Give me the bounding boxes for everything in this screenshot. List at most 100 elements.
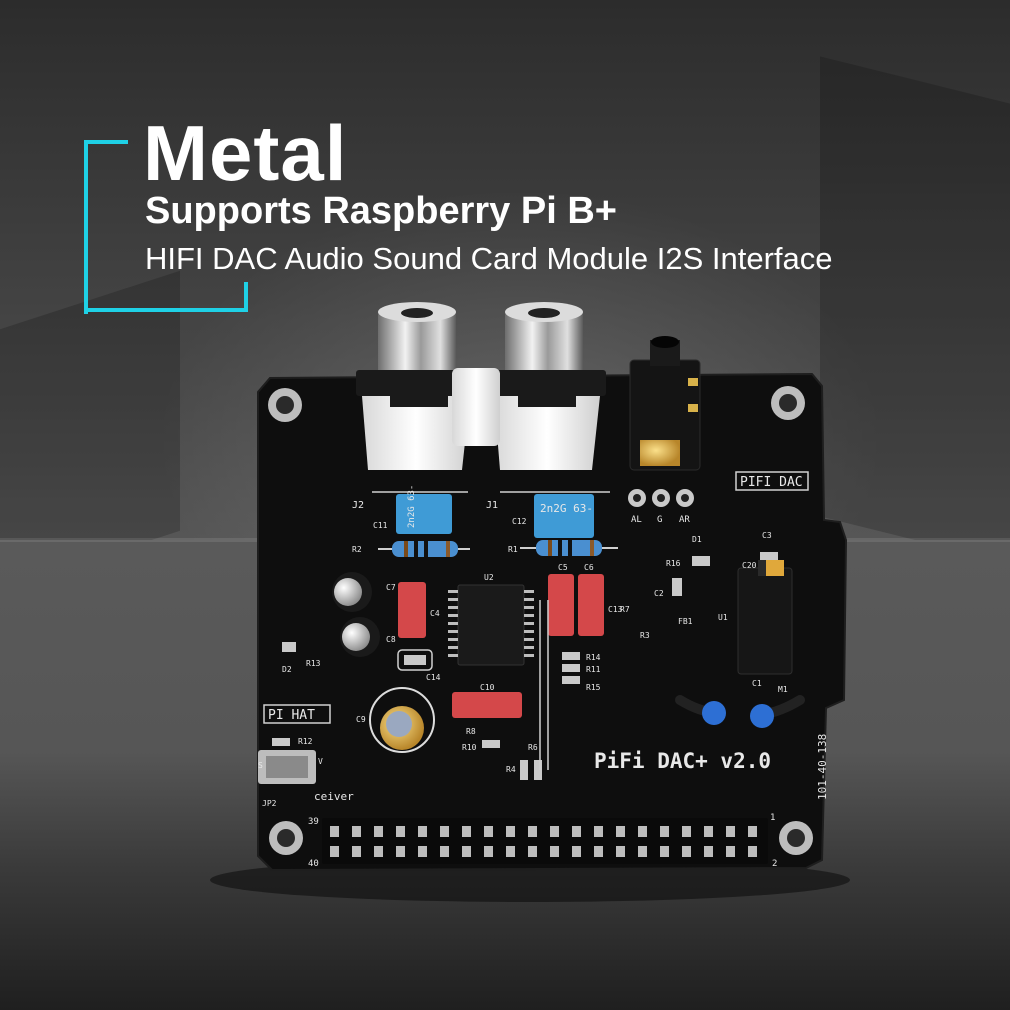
part-c4: C4: [430, 609, 440, 618]
electrolytic-capacitors: [332, 572, 380, 657]
gpio-pin: [682, 826, 691, 837]
gpio-pin: [528, 826, 537, 837]
film-capacitor-left: [396, 494, 452, 534]
gpio-pin: [440, 826, 449, 837]
jack-label-right: J1: [486, 500, 498, 511]
regulator-module: [737, 560, 793, 675]
resistor-r1: [520, 540, 618, 556]
part-c11: C11: [373, 521, 388, 530]
mounting-holes: [268, 386, 813, 855]
part-r11: R11: [586, 665, 601, 674]
gpio-pin: [572, 826, 581, 837]
cap-label-left-text: 2n2G 63-: [407, 485, 417, 528]
silkscreen-outlines: [263, 471, 809, 770]
film-capacitor-right: [534, 494, 594, 538]
part-m1: M1: [778, 685, 788, 694]
part-r4: R4: [506, 765, 516, 774]
gpio-pin: [704, 846, 713, 857]
receiver-label: ceiver: [314, 790, 354, 803]
gpio-pin: [594, 846, 603, 857]
rca-jack-right: [488, 302, 606, 470]
headphone-jack: [629, 336, 701, 471]
part-c2: C2: [654, 589, 664, 598]
gpio-pin: [462, 846, 471, 857]
serial-label: 101-40-138: [816, 734, 829, 800]
part-d1: D1: [692, 535, 702, 544]
gpio-pin: [638, 846, 647, 857]
gpio-pin: [484, 826, 493, 837]
channel-label-g: G: [657, 515, 662, 525]
part-r7: R7: [620, 605, 630, 614]
pin-label-39: 39: [308, 817, 319, 827]
part-c8: C8: [386, 635, 396, 644]
pin-label-40: 40: [308, 859, 319, 869]
part-c9: C9: [356, 715, 366, 724]
resistor-r2: [378, 541, 470, 557]
gpio-pin: [704, 826, 713, 837]
gpio-pin: [638, 826, 647, 837]
part-r15: R15: [586, 683, 601, 692]
gpio-pin: [616, 826, 625, 837]
gpio-pin: [550, 846, 559, 857]
part-designators: C11 C12 R2 R1 U2 C7 C4 C8 C5 C6 C13 R7 R…: [258, 517, 788, 808]
part-r8: R8: [466, 727, 476, 736]
part-r2: R2: [352, 545, 362, 554]
gpio-pin: [352, 826, 361, 837]
part-s: S: [258, 761, 263, 770]
pi-hat-label: PI HAT: [268, 708, 315, 723]
gpio-pin: [352, 846, 361, 857]
cap-label-right-text: 2n2G 63-: [540, 502, 593, 515]
gpio-pin: [660, 826, 669, 837]
gpio-pin: [550, 826, 559, 837]
part-c7: C7: [386, 583, 396, 592]
model-label: PiFi DAC+ v2.0: [594, 749, 771, 773]
accent-bracket-end: [244, 282, 248, 312]
gpio-pin: [440, 846, 449, 857]
gpio-pin: [528, 846, 537, 857]
part-u1: U1: [718, 613, 728, 622]
gpio-pin: [330, 846, 339, 857]
part-c5: C5: [558, 563, 568, 572]
gpio-pin: [572, 846, 581, 857]
part-r12: R12: [298, 737, 313, 746]
part-r6: R6: [528, 743, 538, 752]
rca-jack-left: [356, 302, 474, 470]
tagline: HIFI DAC Audio Sound Card Module I2S Int…: [145, 241, 833, 276]
cap-label-right: 2n2G 63-: [540, 502, 593, 515]
subheadline: Supports Raspberry Pi B+: [145, 190, 617, 232]
blue-crystal-capacitors: [675, 695, 805, 728]
smd-components: [272, 552, 778, 780]
part-c3: C3: [762, 531, 772, 540]
part-v: V: [318, 757, 323, 766]
gpio-pin: [506, 826, 515, 837]
part-r10: R10: [462, 743, 477, 752]
gpio-pin: [726, 826, 735, 837]
part-jp2: JP2: [262, 799, 277, 808]
red-capacitors: [398, 574, 604, 718]
gpio-pin: [506, 846, 515, 857]
capacitor-c9: [369, 687, 435, 753]
part-c14: C14: [426, 673, 441, 682]
part-c20: C20: [742, 561, 757, 570]
headline: Metal: [143, 109, 348, 197]
part-r13: R13: [306, 659, 321, 668]
gpio-pin: [330, 826, 339, 837]
ir-receiver: [258, 750, 316, 784]
gpio-pin: [462, 826, 471, 837]
part-r16: R16: [666, 559, 681, 568]
cap-label-left: 2n2G 63-: [407, 485, 417, 528]
part-r3: R3: [640, 631, 650, 640]
jack-label-left: J2: [352, 500, 364, 511]
accent-bracket-bottom: [84, 250, 248, 312]
gpio-pin: [748, 826, 757, 837]
gpio-pin: [616, 846, 625, 857]
part-d2: D2: [282, 665, 292, 674]
accent-bracket-top: [84, 140, 128, 314]
channel-pads: [628, 489, 694, 507]
gpio-pin: [594, 826, 603, 837]
part-c12: C12: [512, 517, 527, 526]
gpio-pin: [396, 846, 405, 857]
part-u2: U2: [484, 573, 494, 582]
pin-label-1: 1: [770, 813, 775, 823]
